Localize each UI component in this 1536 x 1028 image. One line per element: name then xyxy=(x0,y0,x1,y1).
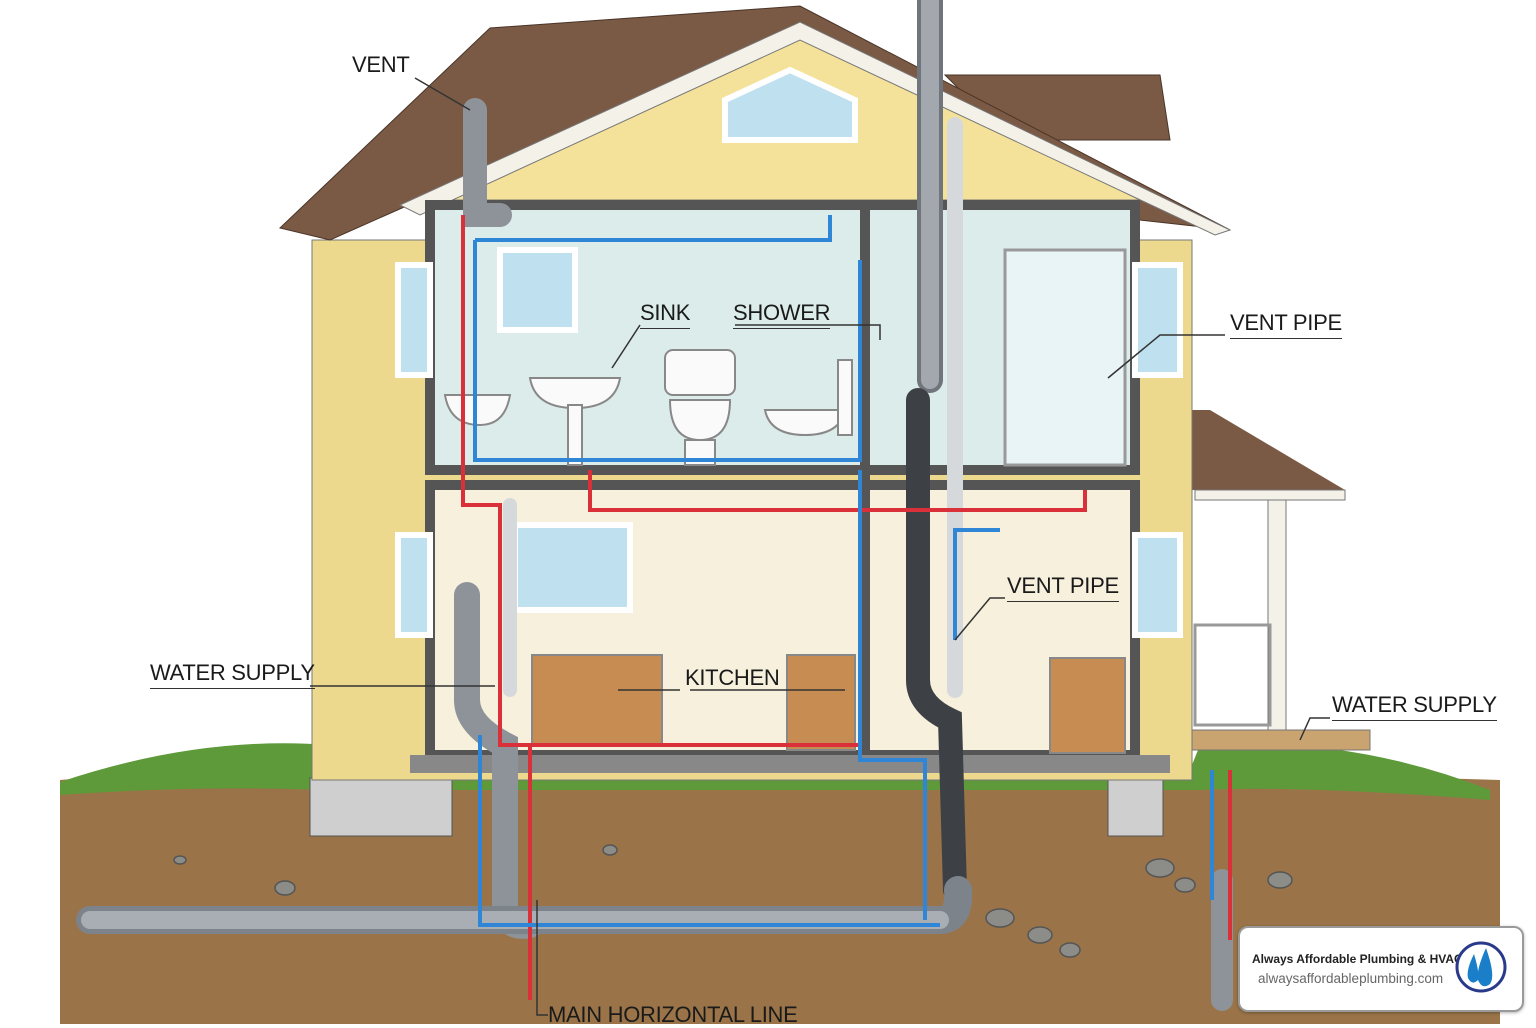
kitchen-cabinet xyxy=(531,654,663,746)
leader-lines xyxy=(310,77,1330,1016)
label-kitchen: KITCHEN xyxy=(685,665,780,690)
foundation-right xyxy=(1107,777,1164,837)
label-water-supply-left: WATER SUPPLY xyxy=(150,660,315,689)
company-badge: Always Affordable Plumbing & HVAC always… xyxy=(1238,926,1524,1012)
label-vent-pipe-lower: VENT PIPE xyxy=(1007,573,1119,602)
rocks xyxy=(173,844,1293,958)
label-vent: VENT xyxy=(352,52,410,77)
gable-trim xyxy=(398,21,1232,236)
water-drops-icon xyxy=(1455,941,1507,993)
windows xyxy=(395,247,1183,638)
label-main-horizontal-line: MAIN HORIZONTAL LINE xyxy=(548,1002,798,1027)
floor-slab xyxy=(410,755,1170,773)
company-website[interactable]: alwaysaffordableplumbing.com xyxy=(1258,971,1444,986)
cold-water-lines xyxy=(473,215,1214,927)
label-vent-pipe-upper: VENT PIPE xyxy=(1230,310,1342,339)
attic-window xyxy=(722,66,858,143)
label-water-supply-right: WATER SUPPLY xyxy=(1332,692,1497,721)
label-shower: SHOWER xyxy=(733,300,831,329)
shower-enclosure xyxy=(1003,248,1127,467)
foundation-left xyxy=(309,777,453,837)
label-sink: SINK xyxy=(640,300,690,329)
company-name: Always Affordable Plumbing & HVAC xyxy=(1252,952,1463,966)
